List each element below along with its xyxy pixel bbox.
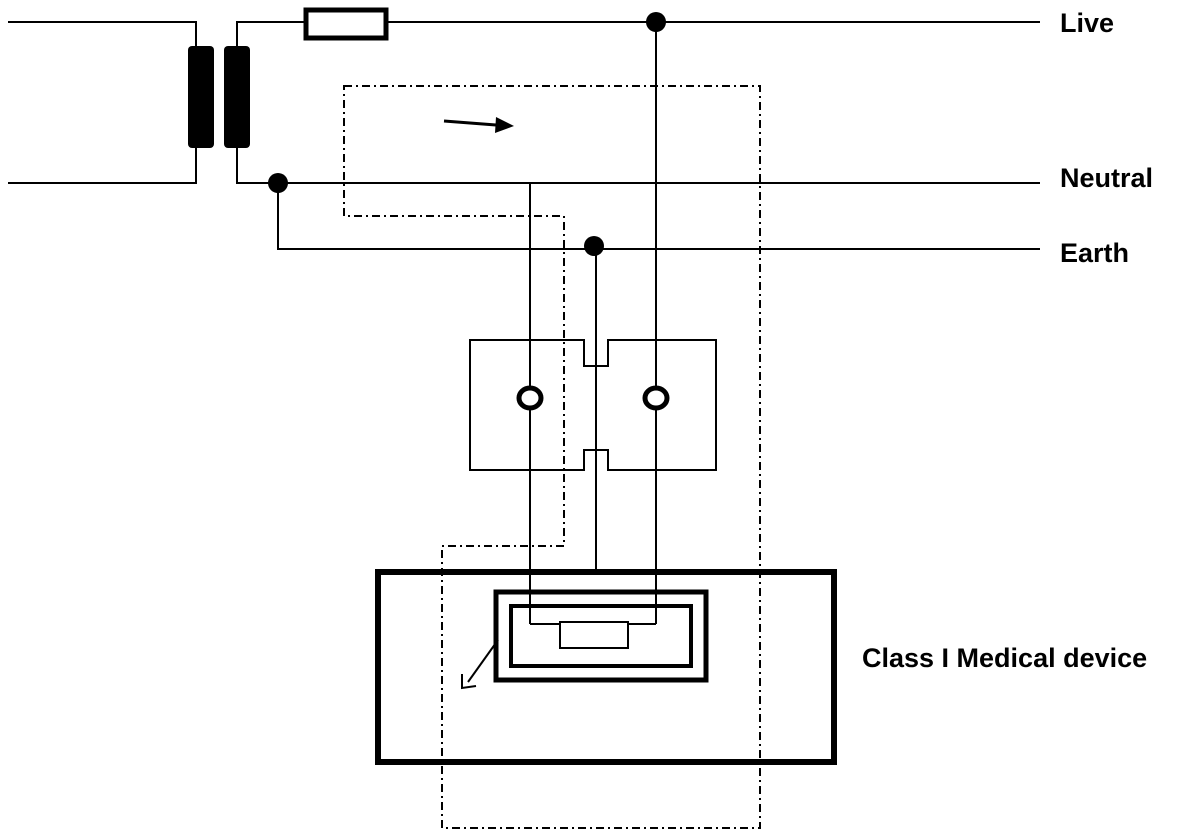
primary-top-lead bbox=[8, 21, 197, 48]
fuse-icon bbox=[303, 7, 389, 41]
neutral-pin-icon bbox=[516, 385, 544, 411]
earth-line bbox=[277, 183, 1040, 256]
earth-junction bbox=[584, 236, 604, 256]
neutral-label: Neutral bbox=[1060, 163, 1154, 193]
current-direction-arrow-icon bbox=[495, 117, 514, 133]
medical-device bbox=[375, 569, 837, 765]
leakage-arrow-icon bbox=[461, 674, 477, 690]
transformer bbox=[8, 21, 250, 184]
secondary-winding bbox=[224, 46, 250, 148]
device-label: Class I Medical device bbox=[862, 643, 1148, 673]
plug-socket bbox=[469, 339, 717, 471]
leakage-current-path bbox=[343, 85, 761, 829]
primary-winding bbox=[188, 46, 214, 148]
basic-insulation-outer bbox=[493, 589, 709, 683]
live-label: Live bbox=[1060, 8, 1115, 38]
basic-insulation-inner bbox=[509, 604, 693, 668]
device-enclosure bbox=[375, 569, 837, 765]
primary-bottom-lead bbox=[8, 146, 197, 184]
neutral-line bbox=[236, 146, 1040, 193]
load-resistor-icon bbox=[559, 621, 629, 649]
live-pin-icon bbox=[642, 385, 670, 411]
earth-label: Earth bbox=[1060, 238, 1130, 268]
live-line bbox=[236, 7, 1040, 48]
